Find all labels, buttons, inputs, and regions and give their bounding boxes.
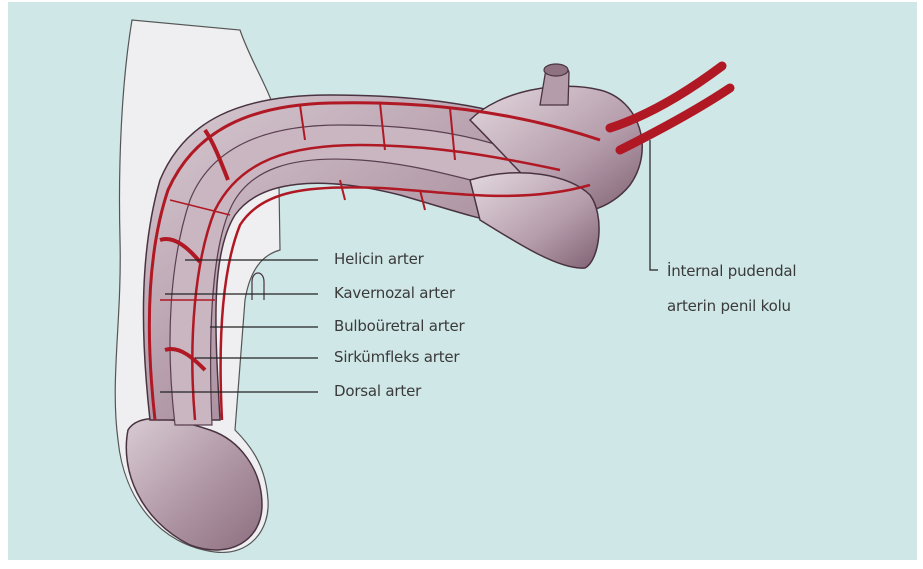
urethra-opening xyxy=(544,64,568,76)
label-dorsal-artery: Dorsal arter xyxy=(334,382,421,400)
label-circumflex-artery: Sirkümfleks arter xyxy=(334,348,459,366)
label-cavernosal-artery: Kavernozal arter xyxy=(334,284,455,302)
label-bulbourethral-artery: Bulboüretral arter xyxy=(334,317,464,335)
label-internal-pudendal-line1: İnternal pudendal xyxy=(667,262,796,280)
label-internal-pudendal-line2: arterin penil kolu xyxy=(667,297,791,315)
label-helicin-artery: Helicin arter xyxy=(334,250,424,268)
urethra-loop xyxy=(252,273,264,300)
internal-pudendal-artery-1 xyxy=(610,66,722,128)
